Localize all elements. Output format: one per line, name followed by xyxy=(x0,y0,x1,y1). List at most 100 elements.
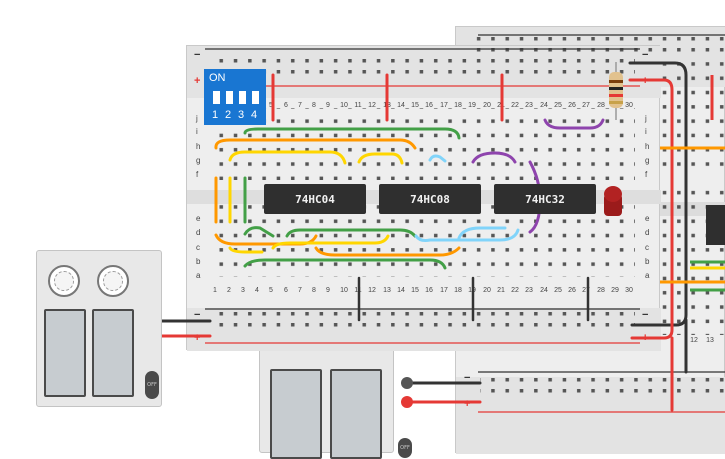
col-num: 22 xyxy=(511,102,519,109)
chip-74hc08[interactable]: 74HC08 xyxy=(379,184,481,214)
psu-power-switch[interactable]: OFF xyxy=(145,371,159,399)
col-num: 2 xyxy=(227,287,231,294)
col-num: 26 xyxy=(568,287,576,294)
row-label: i xyxy=(196,127,198,136)
row-label: j xyxy=(645,114,647,123)
col-num: 28 xyxy=(597,102,605,109)
col-num: 26 xyxy=(568,102,576,109)
voltage-knob-dial xyxy=(54,271,74,291)
col-num: 22 xyxy=(511,287,519,294)
col-num: 27 xyxy=(582,102,590,109)
rail-minus-sign: − xyxy=(464,372,471,384)
row-label: a xyxy=(645,271,650,280)
col-num: 29 xyxy=(611,287,619,294)
back-col-num: 13 xyxy=(706,337,714,344)
main-board-holes xyxy=(210,52,635,334)
col-num: 28 xyxy=(597,287,605,294)
row-label: b xyxy=(645,257,650,266)
row-label: e xyxy=(645,214,650,223)
col-num: 7 xyxy=(298,102,302,109)
voltage-knob[interactable] xyxy=(48,265,80,297)
dip-number-1: 1 xyxy=(212,109,219,121)
resistor xyxy=(609,62,623,120)
dip-number-4: 4 xyxy=(251,109,258,121)
row-label: j xyxy=(196,114,198,123)
col-num: 27 xyxy=(582,287,590,294)
row-label: c xyxy=(196,243,200,252)
col-num: 5 xyxy=(269,102,273,109)
row-label: d xyxy=(645,228,650,237)
col-num: 30 xyxy=(625,102,633,109)
col-num: 17 xyxy=(440,287,448,294)
rail-plus-sign: + xyxy=(194,75,201,87)
col-num: 18 xyxy=(454,102,462,109)
power-supply-secondary xyxy=(259,340,394,459)
chip-label: 74HC32 xyxy=(525,192,565,206)
led xyxy=(604,186,622,216)
row-label: d xyxy=(196,228,201,237)
col-num: 30 xyxy=(625,287,633,294)
dip-toggle-1[interactable] xyxy=(213,91,220,104)
row-label: f xyxy=(196,170,199,179)
dip-toggle-2[interactable] xyxy=(226,91,233,104)
col-num: 17 xyxy=(440,102,448,109)
col-num: 12 xyxy=(368,287,376,294)
upper-jumpers xyxy=(214,118,605,234)
psu-display-right xyxy=(92,309,134,397)
chip-74hc04[interactable]: 74HC04 xyxy=(264,184,366,214)
dip-switch[interactable]: ON 1 2 3 4 xyxy=(204,69,266,125)
current-knob[interactable] xyxy=(97,265,129,297)
dip-on-label: ON xyxy=(209,72,226,84)
col-num: 21 xyxy=(497,287,505,294)
col-num: 1 xyxy=(213,287,217,294)
col-num: 19 xyxy=(468,102,476,109)
row-label: h xyxy=(196,142,201,151)
rail-plus-sign: + xyxy=(194,332,201,344)
col-num: 8 xyxy=(312,287,316,294)
col-num: 10 xyxy=(340,102,348,109)
row-label: g xyxy=(196,156,201,165)
col-num: 16 xyxy=(425,287,433,294)
col-num: 15 xyxy=(411,102,419,109)
row-label: c xyxy=(645,243,649,252)
row-label: g xyxy=(645,156,650,165)
back-board-chip xyxy=(706,205,725,245)
back-board-wires xyxy=(660,75,725,292)
col-num: 12 xyxy=(368,102,376,109)
col-num: 23 xyxy=(525,287,533,294)
col-num: 25 xyxy=(554,287,562,294)
psu2-switch-label: OFF xyxy=(400,445,410,451)
rail-plus-sign: + xyxy=(464,398,471,410)
lower-jumpers xyxy=(214,226,520,270)
row-label: b xyxy=(196,257,201,266)
rail-minus-sign: − xyxy=(194,49,201,61)
back-col-num: 12 xyxy=(690,337,698,344)
dip-toggle-3[interactable] xyxy=(239,91,246,104)
col-num: 25 xyxy=(554,102,562,109)
row-label: f xyxy=(645,170,648,179)
chip-74hc32[interactable]: 74HC32 xyxy=(494,184,596,214)
ground-terminal[interactable] xyxy=(401,377,413,389)
col-num: 24 xyxy=(540,102,548,109)
chip-label: 74HC08 xyxy=(410,192,450,206)
col-num: 14 xyxy=(397,102,405,109)
psu-switch-label: OFF xyxy=(147,382,157,388)
col-num: 16 xyxy=(425,102,433,109)
dip-toggle-4[interactable] xyxy=(252,91,259,104)
rail-lines xyxy=(205,34,725,413)
col-num: 5 xyxy=(269,287,273,294)
col-num: 4 xyxy=(255,287,259,294)
col-num: 9 xyxy=(326,287,330,294)
power-terminal[interactable] xyxy=(401,396,413,408)
col-num: 7 xyxy=(298,287,302,294)
col-num: 6 xyxy=(284,287,288,294)
row-label: h xyxy=(645,142,650,151)
col-num: 3 xyxy=(241,287,245,294)
row-label: a xyxy=(196,271,201,280)
col-num: 24 xyxy=(540,287,548,294)
power-supply-primary: OFF xyxy=(36,250,162,407)
col-num: 18 xyxy=(454,287,462,294)
col-num: 8 xyxy=(312,102,316,109)
black-ground-wires xyxy=(357,276,590,322)
